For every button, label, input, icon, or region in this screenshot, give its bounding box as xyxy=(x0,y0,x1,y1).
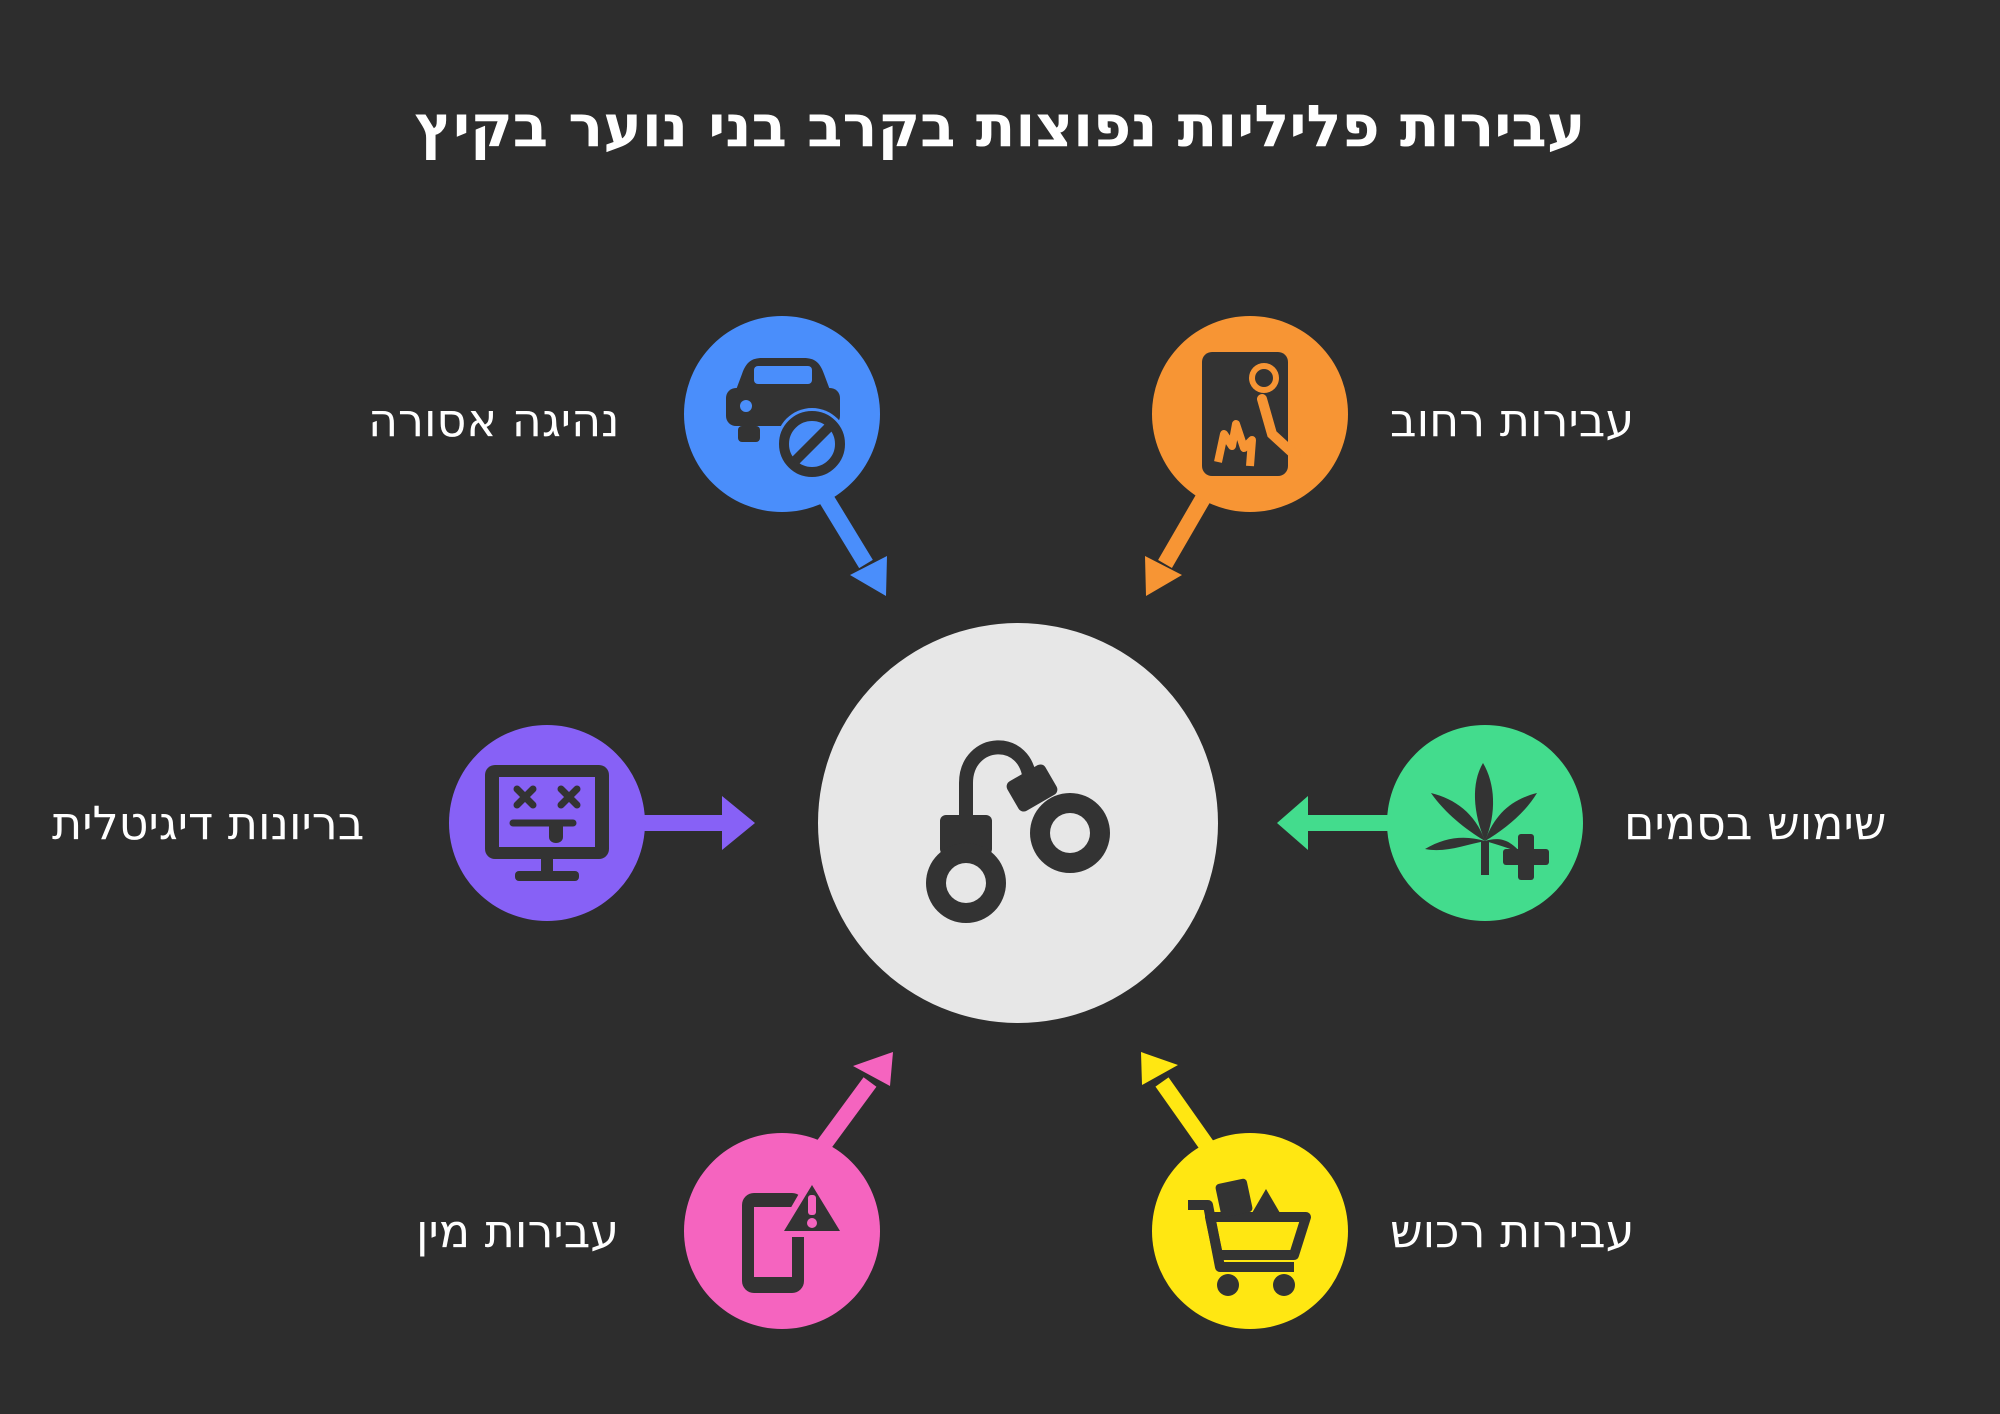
arrow-street xyxy=(1145,490,1212,596)
page-title: עבירות פליליות נפוצות בקרב בני נוער בקיץ xyxy=(414,92,1586,160)
arrow-sexual xyxy=(813,1052,893,1155)
node-street-crimes xyxy=(1152,316,1348,512)
arrow-driving xyxy=(817,490,887,596)
phone-warning-icon xyxy=(742,1171,850,1293)
label-prohibited-driving: נהיגה אסורה xyxy=(368,393,620,447)
label-property-crimes: עבירות רכוש xyxy=(1390,1204,1635,1258)
broken-monitor-icon xyxy=(485,765,609,881)
node-drug-use xyxy=(1387,725,1583,921)
cannabis-icon xyxy=(1425,763,1549,880)
street-crime-icon xyxy=(1202,352,1301,476)
handcuffs-icon xyxy=(926,740,1110,923)
arrow-property xyxy=(1141,1052,1217,1155)
node-sexual-crimes xyxy=(684,1133,880,1329)
node-digital-bullying xyxy=(449,725,645,921)
label-digital-bullying: בריונות דיגיטלית xyxy=(52,796,365,850)
node-property-crimes xyxy=(1152,1133,1348,1329)
node-prohibited-driving xyxy=(684,316,880,512)
shopping-cart-icon xyxy=(1188,1178,1311,1296)
arrow-cyber xyxy=(640,796,755,850)
hub-circle xyxy=(818,623,1218,1023)
label-street-crimes: עבירות רחוב xyxy=(1390,393,1635,447)
arrow-drugs xyxy=(1277,796,1392,850)
label-sexual-crimes: עבירות מין xyxy=(416,1204,620,1258)
label-drug-use: שימוש בסמים xyxy=(1624,796,1887,850)
no-car-icon xyxy=(726,358,848,480)
